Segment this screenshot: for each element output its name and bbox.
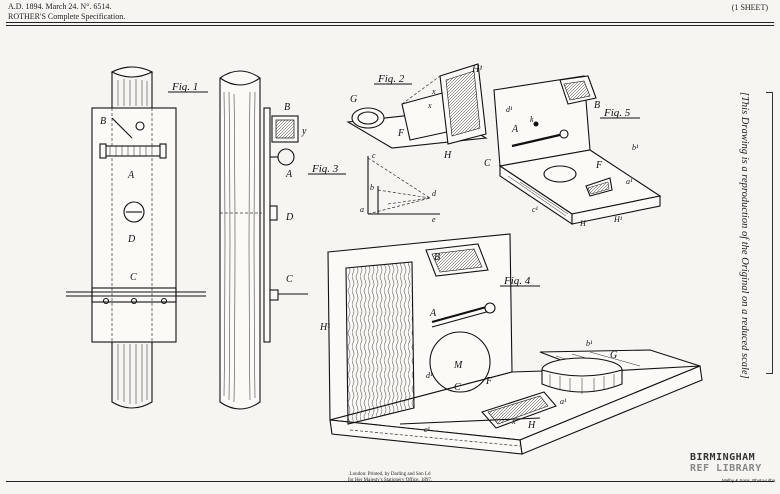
sheet-label: (1 SHEET) bbox=[731, 3, 768, 12]
fig1side-label-B: B bbox=[284, 102, 290, 113]
fig5-label-A: A bbox=[511, 124, 519, 135]
library-stamp: BIRMINGHAM REF LIBRARY bbox=[690, 452, 762, 474]
header-left: A.D. 1894. March 24. N°. 6514. ROTHER'S … bbox=[8, 2, 125, 22]
fig4-label-x: x bbox=[511, 417, 516, 426]
header-rule-bottom bbox=[6, 24, 774, 26]
fig1side-label-y: y bbox=[301, 126, 307, 137]
fig4-label-M: M bbox=[453, 360, 463, 371]
fig1-label-A: A bbox=[127, 170, 135, 181]
figure-4: Fig. 4 B A H¹ M d¹ C F G b¹ c¹ a¹ H x bbox=[319, 233, 703, 455]
fig2-label-H: H bbox=[443, 150, 452, 161]
stamp-line-1: BIRMINGHAM bbox=[690, 452, 756, 463]
fig3-label-b: b bbox=[370, 183, 374, 192]
fig4-label-B: B bbox=[434, 252, 440, 263]
header-year-line: A.D. 1894. March 24. N°. 6514. bbox=[8, 2, 112, 11]
fig1side-label-D: D bbox=[285, 212, 294, 223]
printer-line-2: for Her Majesty's Stationery Office. 189… bbox=[347, 478, 433, 483]
fig2-label-x2: x bbox=[427, 101, 432, 110]
fig3-label-c: c bbox=[372, 151, 376, 160]
fig5-label-k: k bbox=[530, 115, 534, 124]
fig1-label-D: D bbox=[127, 234, 136, 245]
fig2-title: Fig. 2 bbox=[377, 73, 405, 85]
fig5-title: Fig. 5 bbox=[603, 107, 631, 119]
fig4-title: Fig. 4 bbox=[503, 275, 531, 287]
fig4-label-d1: d¹ bbox=[426, 371, 433, 380]
fig4-label-G: G bbox=[610, 350, 617, 361]
fig4-label-A: A bbox=[429, 308, 437, 319]
printer-line-1: London: Printed, by Darling and Son Ld bbox=[349, 472, 431, 477]
fig4-label-a1: a¹ bbox=[560, 397, 567, 406]
fig1side-label-A: A bbox=[285, 169, 293, 180]
engraver-credit: Malby & Sons, Photo-Litho. bbox=[722, 478, 777, 483]
stamp-line-2: REF LIBRARY bbox=[690, 463, 762, 474]
fig2-label-H1: H¹ bbox=[471, 64, 482, 75]
header-title-line: ROTHER'S Complete Specification. bbox=[8, 12, 126, 21]
fig5-label-c1: c¹ bbox=[532, 205, 539, 214]
fig5-label-F: F bbox=[595, 160, 603, 171]
footer-rule bbox=[6, 481, 774, 482]
fig2-label-x: x bbox=[431, 87, 436, 96]
fig4-label-C: C bbox=[454, 382, 461, 393]
fig3-label-d: d bbox=[432, 189, 437, 198]
fig5-label-a1: a¹ bbox=[626, 177, 633, 186]
figure-1-side: B y A D C bbox=[219, 70, 308, 410]
printer-imprint: London: Printed, by Darling and Son Ld f… bbox=[0, 472, 780, 484]
fig1side-label-C: C bbox=[286, 274, 293, 285]
fig1-label-B: B bbox=[100, 116, 106, 127]
fig4-label-H1: H¹ bbox=[319, 322, 330, 333]
fig1-title: Fig. 1 bbox=[171, 81, 198, 93]
fig4-label-H: H bbox=[527, 420, 536, 431]
fig4-label-F: F bbox=[485, 376, 493, 387]
reproduction-note-bracket bbox=[766, 92, 773, 374]
fig3-label-e: e bbox=[432, 215, 436, 224]
figure-2: Fig. 2 G F H H¹ x x bbox=[346, 63, 488, 161]
fig5-label-b1: b¹ bbox=[632, 143, 639, 152]
fig4-label-c1: c¹ bbox=[424, 425, 431, 434]
fig5-label-C: C bbox=[484, 158, 491, 169]
fig3-label-a: a bbox=[360, 205, 364, 214]
fig2-label-F: F bbox=[397, 128, 405, 139]
fig1-label-C: C bbox=[130, 272, 137, 283]
fig5-label-B: B bbox=[594, 100, 600, 111]
header-rule-top bbox=[6, 22, 774, 23]
fig5-label-H: H bbox=[579, 219, 587, 228]
fig5-label-H1: H¹ bbox=[613, 215, 623, 224]
fig3-title: Fig. 3 bbox=[311, 163, 339, 175]
fig2-label-G: G bbox=[350, 94, 357, 105]
fig4-label-b1: b¹ bbox=[586, 339, 593, 348]
fig5-label-d1: d¹ bbox=[506, 105, 513, 114]
figure-1: Fig. 1 B A D C bbox=[66, 66, 208, 409]
figure-3: Fig. 3 c b a d e bbox=[308, 151, 440, 224]
figure-5: Fig. 5 B A d¹ k C F b¹ c¹ a¹ H H¹ bbox=[484, 75, 662, 228]
